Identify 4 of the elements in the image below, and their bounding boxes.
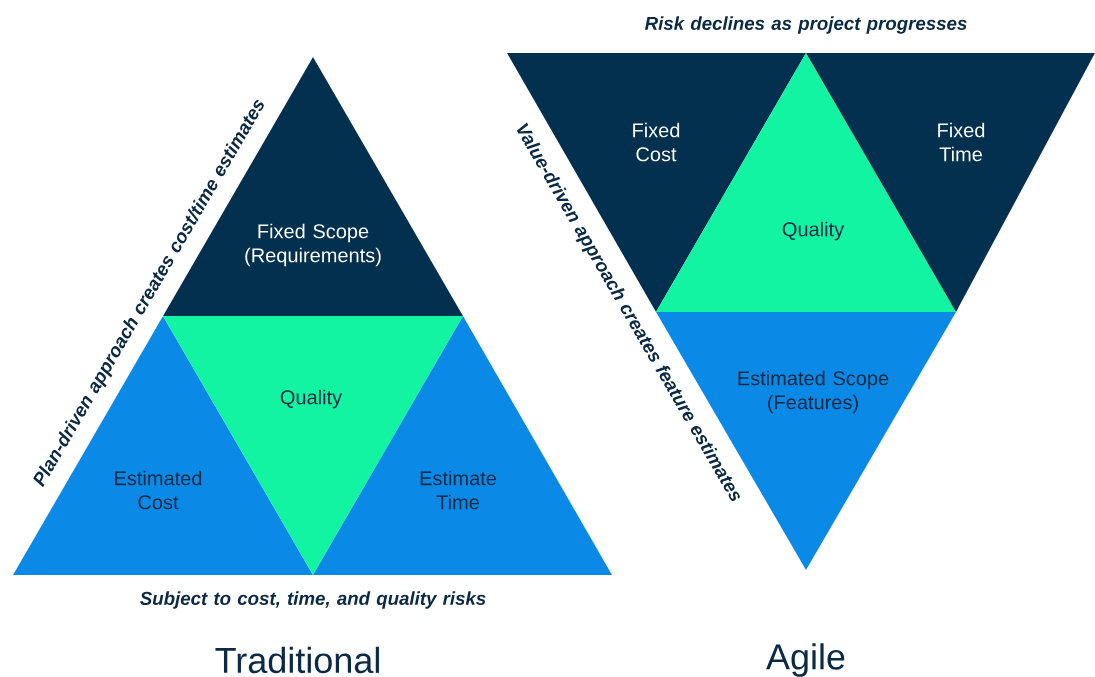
caption-text: Subject to cost, time, and quality risks [140,591,486,609]
caption-text: Risk declines as project progresses [645,16,967,34]
heading: Traditional [215,646,379,674]
heading: Agile [766,643,845,677]
